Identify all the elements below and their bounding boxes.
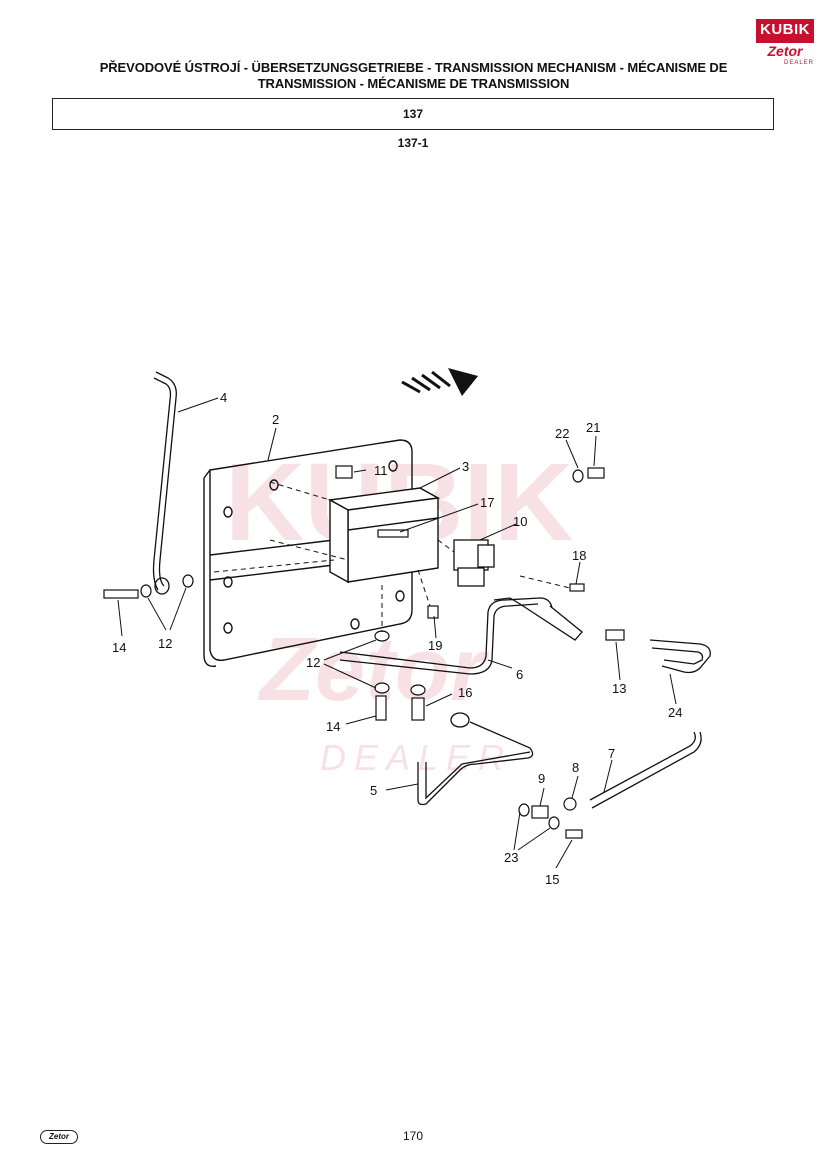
zetor-footer-logo: Zetor [40,1130,78,1144]
valve-block [327,487,441,584]
part-label-12-center: 12 [306,655,320,670]
bolt-21 [587,467,605,479]
part-label-24: 24 [668,705,682,720]
page-number: 170 [402,1129,424,1143]
fitting-13 [605,629,625,641]
watermark-dealer: DEALER [320,737,512,778]
part-label-21: 21 [586,420,600,435]
part-label-17: 17 [480,495,494,510]
fitting-9 [531,805,549,819]
kubik-logo [756,19,814,43]
pipe-5 [417,712,534,806]
group-code: 137 [402,107,424,121]
part-label-14-left: 14 [112,640,126,655]
zetor-logo-text: Zetor [767,43,803,59]
part-label-11: 11 [374,463,388,478]
part-label-6: 6 [516,667,523,682]
clamp-8 [563,797,577,811]
alignment-lines [213,481,571,632]
pipe-24 [649,639,711,674]
direction-arrow-icon [401,368,478,396]
bolt-18 [569,583,585,592]
vent-11 [335,465,353,479]
fitting-19 [427,605,439,619]
part-label-18: 18 [572,548,586,563]
solenoid-valve [453,539,495,587]
part-label-5: 5 [370,783,377,798]
part-label-16: 16 [458,685,472,700]
part-label-4: 4 [220,390,227,405]
part-label-19: 19 [428,638,442,653]
part-label-15: 15 [545,872,559,887]
part-label-22: 22 [555,426,569,441]
page-title: PŘEVODOVÉ ÚSTROJÍ - ÜBERSETZUNGSGETRIEBE… [99,60,728,91]
dealer-logo-text: DEALER [783,60,814,66]
washer-12-left-a [140,584,152,598]
bolt-14-left [103,589,139,599]
washer-23-b [548,816,560,830]
washer-23-a [518,803,530,817]
part-label-23: 23 [504,850,518,865]
part-label-8: 8 [572,760,579,775]
hose-7 [589,731,702,809]
figure-code: 137-1 [397,136,429,150]
washer-12-a [374,630,390,642]
group-code-box: 137 [52,98,774,130]
washer-22 [572,469,584,483]
bolt-15 [565,829,583,839]
washer-12-c [410,684,426,696]
bolt-14-lower [375,695,387,721]
bolt-17 [377,529,409,538]
part-label-14-center: 14 [326,719,340,734]
part-label-3: 3 [462,459,469,474]
pipe-4 [152,371,177,595]
part-label-2: 2 [272,412,279,427]
part-label-13: 13 [612,681,626,696]
part-label-10: 10 [513,514,527,529]
cover-plate [203,439,413,667]
pipe-6 [339,597,583,675]
leader-lines [117,397,677,869]
washer-12-b [374,682,390,694]
kubik-logo-text: KUBIK [760,21,810,38]
part-label-7: 7 [608,746,615,761]
fitting-16 [411,697,425,721]
washer-12-left-b [182,574,194,588]
part-label-12-left: 12 [158,636,172,651]
fittings [103,465,625,839]
watermark-sub-brand: Zetor [257,620,490,720]
part-label-9: 9 [538,771,545,786]
